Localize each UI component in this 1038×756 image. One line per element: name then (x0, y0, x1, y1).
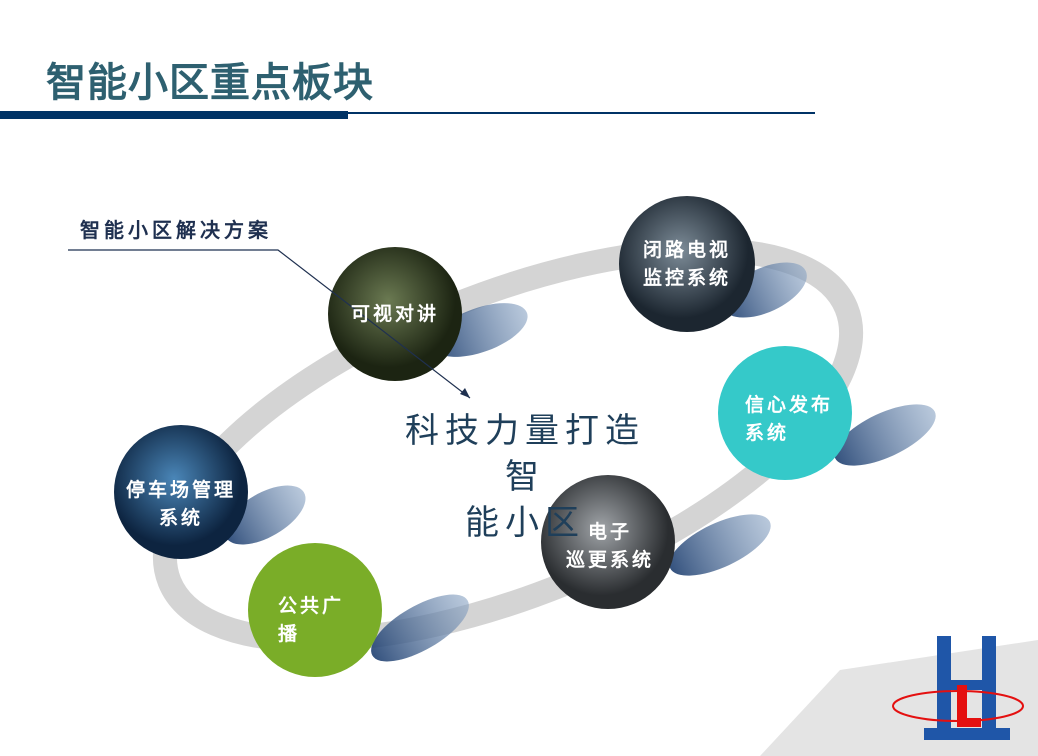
module-label-parking: 停车场管理系统 (125, 479, 236, 529)
module-circle-intercom (328, 247, 462, 381)
module-label-broadcast: 公共广播 (278, 595, 345, 645)
module-label-intercom: 可视对讲 (350, 303, 439, 325)
module-circle-cctv (619, 196, 755, 332)
module-label-info: 信心发布系统 (745, 394, 834, 444)
module-label-cctv: 闭路电视监控系统 (642, 239, 731, 289)
center-text: 科技力量打造智 能小区 (395, 408, 655, 546)
module-label-patrol: 电子巡更系统 (565, 521, 654, 571)
company-logo (892, 636, 1024, 740)
annotation-label: 智能小区解决方案 (80, 218, 272, 242)
center-text-line: 科技力量打造智 (405, 411, 645, 497)
module-circle-parking (114, 425, 248, 559)
header-bar-thick (0, 111, 348, 119)
module-circle-broadcast (248, 543, 382, 677)
page-title: 智能小区重点板块 (46, 60, 374, 106)
annotation-leader (68, 249, 471, 399)
module-circle-info (718, 346, 852, 480)
header-bar-thin (348, 112, 815, 114)
module-circle-patrol (541, 475, 675, 609)
center-text-line: 能小区 (465, 503, 585, 543)
